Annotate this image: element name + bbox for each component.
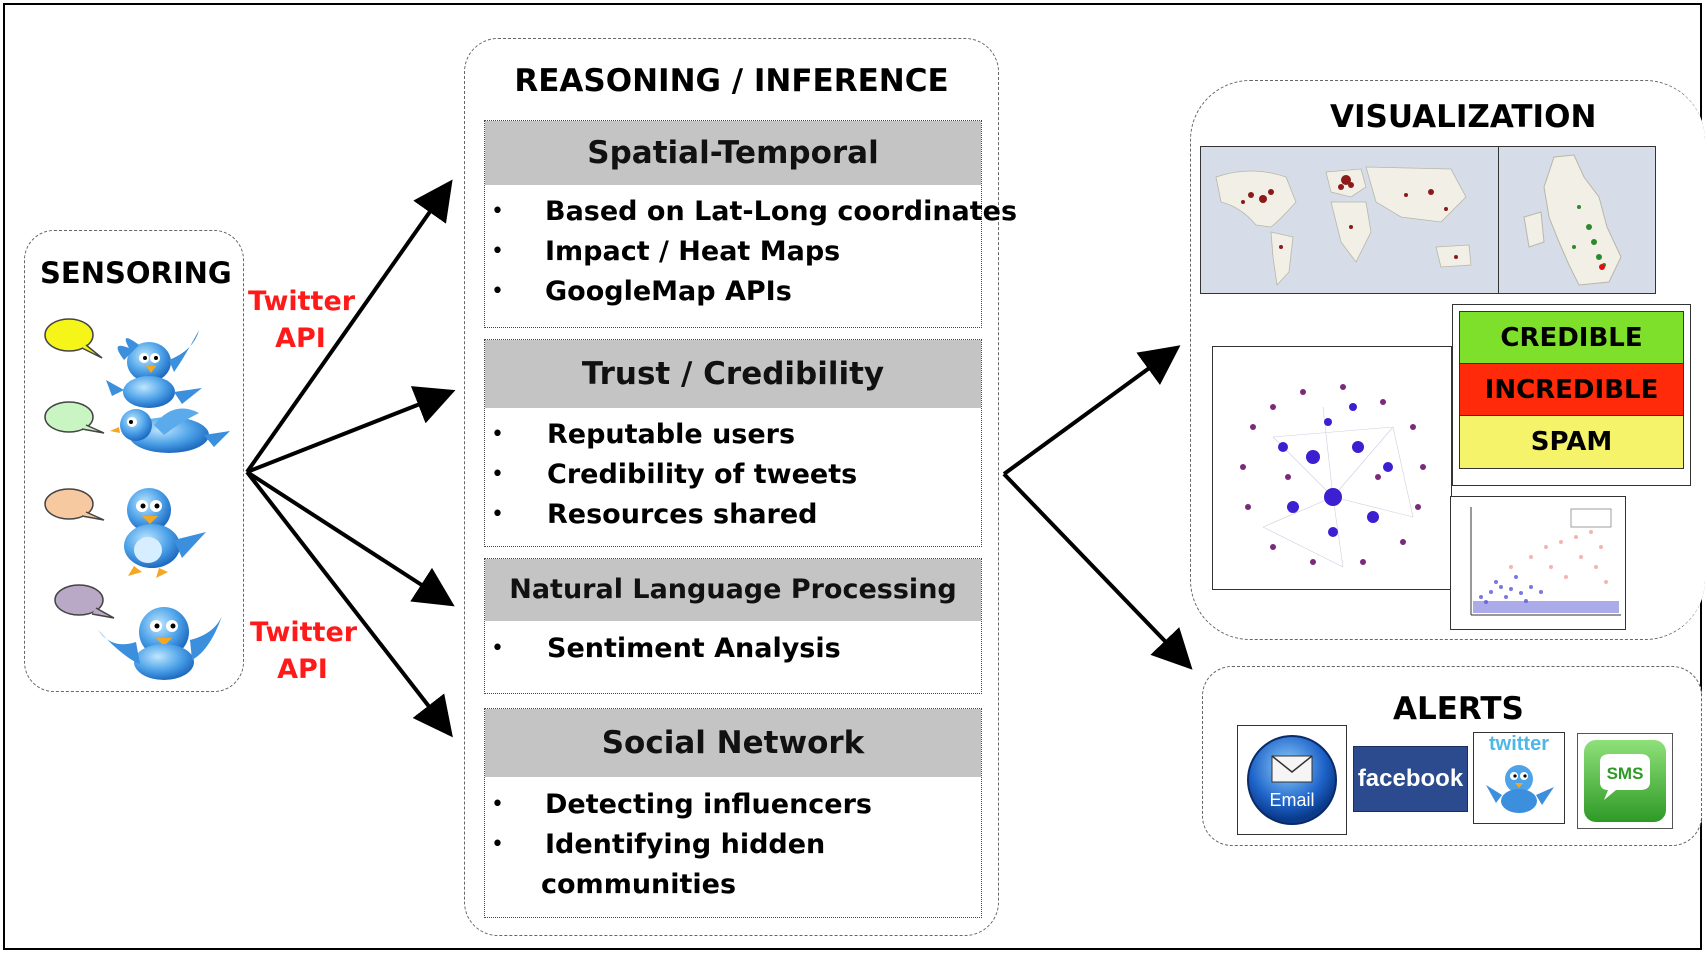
bird-icon xyxy=(110,408,230,453)
speech-bubble-icon xyxy=(44,488,94,520)
incredible-label: INCREDIBLE xyxy=(1460,364,1683,416)
bird-2 xyxy=(44,401,230,453)
credibility-labels-image: CREDIBLE INCREDIBLE SPAM xyxy=(1452,304,1691,486)
world-map-image xyxy=(1200,146,1500,294)
scatter-plot-image xyxy=(1450,496,1626,630)
alerts-title: ALERTS xyxy=(1393,691,1524,727)
bird-icon xyxy=(124,488,206,578)
twitter-api-label-line: Twitter xyxy=(248,286,356,317)
module-item-continuation: communities xyxy=(541,869,737,900)
visualization-title: VISUALIZATION xyxy=(1330,99,1597,135)
facebook-icon: facebook xyxy=(1353,746,1468,812)
reasoning-title: REASONING / INFERENCE xyxy=(514,63,949,99)
module-title: Natural Language Processing xyxy=(485,559,981,621)
facebook-icon-label: facebook xyxy=(1357,765,1464,792)
module-item: Based on Lat-Long coordinates xyxy=(485,192,1017,232)
module-title: Social Network xyxy=(485,709,981,777)
twitter-api-label-top: Twitter API xyxy=(248,283,356,357)
network-graph-image xyxy=(1212,346,1452,590)
tweeting-birds xyxy=(44,318,230,680)
sensoring-panel xyxy=(24,230,244,692)
module-item: GoogleMap APIs xyxy=(485,272,981,312)
bird-3 xyxy=(44,488,206,578)
module-item: Reputable users xyxy=(485,415,981,455)
twitter-api-label-line: API xyxy=(275,323,326,354)
twitter-icon: twitter xyxy=(1473,732,1565,824)
speech-bubble-icon xyxy=(44,318,94,352)
module-item: Impact / Heat Maps xyxy=(485,232,981,272)
bird-4 xyxy=(54,584,222,680)
module-item: Identifying hidden xyxy=(485,825,981,865)
module-spatial-temporal: Spatial-Temporal Based on Lat-Long coord… xyxy=(484,120,1017,328)
module-title: Trust / Credibility xyxy=(485,340,981,408)
twitter-api-label-line: API xyxy=(277,654,328,685)
bird-icon xyxy=(98,607,222,680)
credibility-labels: CREDIBLE INCREDIBLE SPAM xyxy=(1459,311,1684,469)
module-title: Spatial-Temporal xyxy=(485,121,981,185)
module-trust-credibility: Trust / Credibility Reputable users Cred… xyxy=(484,339,982,547)
module-social-network: Social Network Detecting influencers Ide… xyxy=(484,708,982,918)
email-icon-label: Email xyxy=(1269,790,1314,810)
bird-icon xyxy=(106,330,202,408)
twitter-icon-label: twitter xyxy=(1489,733,1549,755)
module-item: Detecting influencers xyxy=(485,785,981,825)
module-nlp: Natural Language Processing Sentiment An… xyxy=(484,558,982,694)
module-item: Sentiment Analysis xyxy=(485,629,981,669)
module-item: Resources shared xyxy=(485,495,981,535)
speech-bubble-icon xyxy=(44,401,94,433)
sensoring-title: SENSORING xyxy=(40,256,232,290)
twitter-api-label-bottom: Twitter API xyxy=(250,614,358,688)
sms-icon: SMS xyxy=(1577,733,1673,829)
sms-icon-label: SMS xyxy=(1607,764,1644,783)
bird-1 xyxy=(44,318,202,408)
uk-map-image xyxy=(1498,146,1656,294)
twitter-api-label-line: Twitter xyxy=(250,617,358,648)
spam-label: SPAM xyxy=(1460,416,1683,468)
email-icon: Email xyxy=(1237,725,1347,835)
credible-label: CREDIBLE xyxy=(1460,312,1683,364)
module-item: Credibility of tweets xyxy=(485,455,981,495)
speech-bubble-icon xyxy=(54,584,104,616)
